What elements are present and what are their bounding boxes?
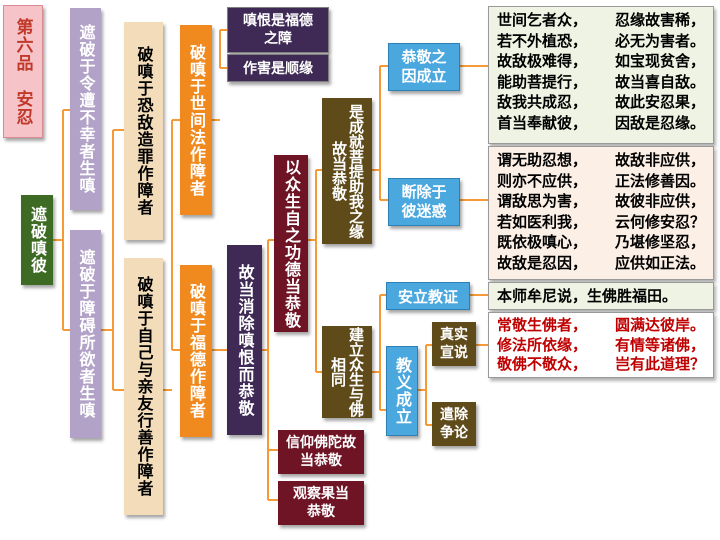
node-cause: 恭敬之因成立 <box>388 43 460 91</box>
quote-line: 若不外植恐，必无为害者。 <box>497 31 705 50</box>
quote-line: 能助菩提行，故当喜自敌。 <box>497 72 705 91</box>
quote-line: 故敌是忍因，应供如正法。 <box>497 253 705 272</box>
node-merit: 破嗔于福德作障者 <box>180 265 212 437</box>
node-remove-doubt: 断除于彼迷惑 <box>388 178 460 226</box>
node-eliminate: 故当消除嗔恨而恭敬 <box>227 245 262 435</box>
quote-line: 常敬生佛者，圆满达彼岸。 <box>497 316 705 334</box>
quote-line: 世间乞者众，忍缘故害稀， <box>497 11 705 29</box>
node-debate: 遣除争论 <box>432 402 476 446</box>
node-true: 真实宣说 <box>432 322 476 366</box>
node-reason: 教义成立 <box>386 346 418 436</box>
node-worldly: 破嗔于世间法作障者 <box>180 25 212 215</box>
quote-line: 修法所依缘，有情等诸佛， <box>497 335 705 354</box>
quote-line: 谓敌思为害，故彼非应供， <box>497 192 705 210</box>
quote-line: 敌我共成忍，故此安忍果， <box>497 93 705 111</box>
quote-line: 则亦不应供，正法修善因。 <box>497 171 705 190</box>
quote-line: 敬佛不敬众，岂有此道理？ <box>497 355 705 373</box>
node-harm-condition: 作害是顺缘 <box>227 54 329 82</box>
node-enemy: 破嗔于恐敌造罪作障者 <box>124 22 163 240</box>
quote-verse-1: 世间乞者众，忍缘故害稀， 若不外植恐，必无为害者。 故敌极难得，如宝现贫舍， 能… <box>488 6 714 144</box>
quote-verse-4: 常敬生佛者，圆满达彼岸。 修法所依缘，有情等诸佛， 敬佛不敬众，岂有此道理？ <box>488 312 714 378</box>
node-scripture: 安立教证 <box>386 282 470 310</box>
quote-line: 若如医利我，云何修安忍？ <box>497 212 705 231</box>
node-relatives: 破嗔于自己与亲友行善作障者 <box>124 258 163 515</box>
node-obstruct: 遮破于障碍所欲者生嗔 <box>70 230 101 438</box>
node-unfortunate: 遮破于令遭不幸者生嗔 <box>70 8 101 210</box>
node-merit-obstacle: 嗔恨是福德之障 <box>227 7 329 53</box>
node-merit-all: 以众生自之功德当恭敬 <box>274 155 308 332</box>
chapter-title: 第六品 安忍 <box>3 5 43 138</box>
node-faith: 信仰佛陀故当恭敬 <box>278 430 364 474</box>
node-aid: 是成就菩提助我之缘故当恭敬 <box>322 98 372 244</box>
quote-line: 首当奉献彼，因敌是忍缘。 <box>497 113 705 132</box>
quote-line: 谓无助忍想，故敌非应供， <box>497 151 705 169</box>
quote-line: 故敌极难得，如宝现贫舍， <box>497 52 705 70</box>
quote-line: 既依极嗔心，乃堪修坚忍， <box>497 233 705 251</box>
root-node: 遮破嗔彼 <box>21 195 53 285</box>
quote-scripture: 本师牟尼说，生佛胜福田。 <box>488 282 714 310</box>
node-same: 建立众生与佛相同 <box>322 326 372 418</box>
node-result: 观察果当恭敬 <box>278 481 364 525</box>
quote-verse-2: 谓无助忍想，故敌非应供， 则亦不应供，正法修善因。 谓敌思为害，故彼非应供， 若… <box>488 146 714 280</box>
